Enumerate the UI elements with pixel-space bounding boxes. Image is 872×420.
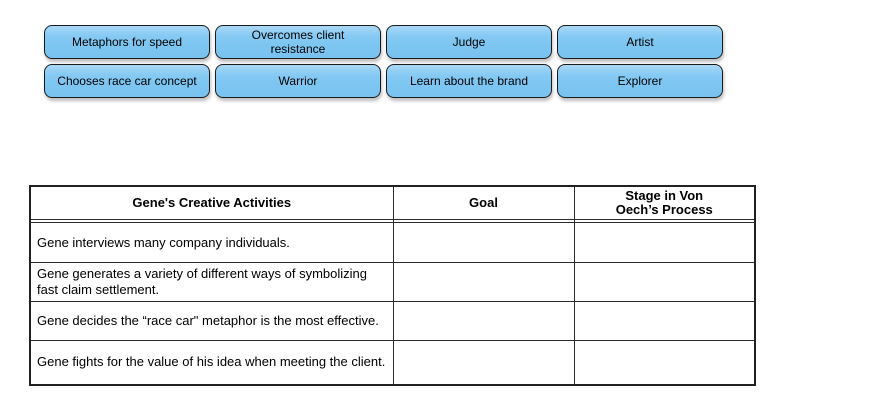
- stage-drop-cell[interactable]: [573, 340, 756, 385]
- goal-drop-cell[interactable]: [392, 340, 575, 385]
- goal-drop-cell[interactable]: [392, 222, 575, 263]
- table-row: Gene fights for the value of his idea wh…: [29, 340, 756, 385]
- matching-table: Gene's Creative Activities Goal Stage in…: [29, 185, 756, 386]
- header-activities: Gene's Creative Activities: [29, 185, 394, 220]
- table-row: Gene decides the “race car" metaphor is …: [29, 301, 756, 341]
- chip-explorer[interactable]: Explorer: [557, 64, 723, 98]
- chip-judge[interactable]: Judge: [386, 25, 552, 59]
- activity-cell: Gene fights for the value of his idea wh…: [29, 340, 394, 385]
- chip-artist[interactable]: Artist: [557, 25, 723, 59]
- stage-drop-cell[interactable]: [573, 301, 756, 341]
- answer-chip-grid: Metaphors for speed Overcomes client res…: [44, 25, 723, 98]
- table-row: Gene interviews many company individuals…: [29, 222, 756, 263]
- activity-cell: Gene decides the “race car" metaphor is …: [29, 301, 394, 341]
- table-row: Gene generates a variety of different wa…: [29, 262, 756, 302]
- header-goal: Goal: [392, 185, 575, 220]
- chip-overcomes-client-resistance[interactable]: Overcomes client resistance: [215, 25, 381, 59]
- chip-warrior[interactable]: Warrior: [215, 64, 381, 98]
- stage-drop-cell[interactable]: [573, 222, 756, 263]
- chip-chooses-race-car-concept[interactable]: Chooses race car concept: [44, 64, 210, 98]
- table-header-row: Gene's Creative Activities Goal Stage in…: [29, 185, 756, 220]
- chip-learn-about-the-brand[interactable]: Learn about the brand: [386, 64, 552, 98]
- chip-metaphors-for-speed[interactable]: Metaphors for speed: [44, 25, 210, 59]
- goal-drop-cell[interactable]: [392, 301, 575, 341]
- stage-drop-cell[interactable]: [573, 262, 756, 302]
- header-stage: Stage in Von Oech’s Process: [573, 185, 756, 220]
- activity-cell: Gene interviews many company individuals…: [29, 222, 394, 263]
- goal-drop-cell[interactable]: [392, 262, 575, 302]
- activity-cell: Gene generates a variety of different wa…: [29, 262, 394, 302]
